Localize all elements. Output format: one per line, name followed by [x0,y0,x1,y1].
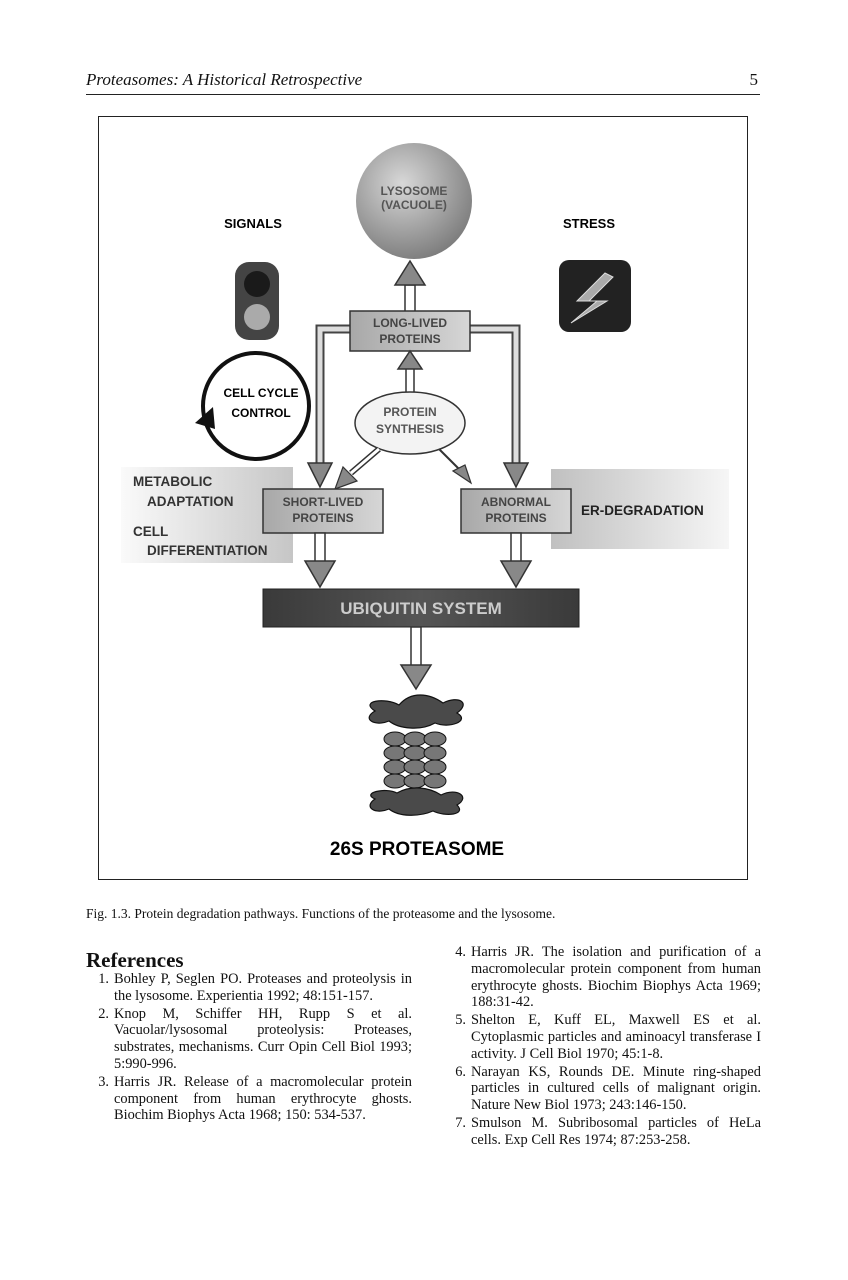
reference-number: 5. [455,1012,466,1029]
traffic-light-icon [235,262,279,340]
arrow-synthesis-to-abnormal [438,448,473,485]
reference-text: Knop M, Schiffer HH, Rupp S et al. Vacuo… [114,1005,412,1072]
ubiquitin-system-bar [262,588,580,628]
er-degradation-label: ER-DEGRADATION [581,503,704,518]
reference-number: 4. [455,944,466,960]
reference-number: 7. [455,1114,466,1131]
reference-number: 1. [98,971,109,987]
protein-synthesis-ellipse [354,391,466,455]
reference-text: Shelton E, Kuff EL, Maxwell ES et al. Cy… [471,1012,761,1062]
protein-synthesis-label-2: SYNTHESIS [376,422,444,436]
reference-item: 1. Bohley P, Seglen PO. Proteases and pro… [86,971,412,1005]
protein-synthesis-label: PROTEIN [383,405,436,419]
long-lived-label-2: PROTEINS [379,332,440,346]
reference-text: Harris JR. Release of a macromolecular p… [114,1073,412,1124]
reference-item: 7. Smulson M. Subribosomal particles of H… [443,1115,761,1149]
reference-text: Narayan KS, Rounds DE. Minute ring-shape… [471,1063,761,1114]
reference-number: 2. [98,1005,109,1022]
lysosome-sphere [356,143,472,259]
reference-list-left: 1. Bohley P, Seglen PO. Proteases and pro… [86,971,412,1125]
abnormal-label: ABNORMAL [481,495,551,509]
arrow-left-down [306,462,334,489]
reference-item: 2. Knop M, Schiffer HH, Rupp S et al. Vac… [86,1006,412,1073]
cell-cycle-icon [195,351,311,461]
pathway-diagram: LYSOSOME (VACUOLE) SIGNALS STRESS LONG-L… [121,143,729,860]
cell-differentiation-label: CELL [133,524,168,539]
signals-label: SIGNALS [224,216,282,231]
abnormal-label-2: PROTEINS [485,511,546,525]
reference-item: 3. Harris JR. Release of a macromolecular… [86,1074,412,1124]
ubiquitin-label: UBIQUITIN SYSTEM [340,599,502,618]
proteasome-icon [368,694,464,816]
arrow-to-long-lived [396,349,424,394]
reference-item: 5. Shelton E, Kuff EL, Maxwell ES et al. … [443,1012,761,1062]
reference-item: 6. Narayan KS, Rounds DE. Minute ring-sha… [443,1064,761,1114]
reference-number: 6. [455,1063,466,1080]
page-number: 5 [749,70,759,89]
reference-text: Harris JR. The isolation and purificatio… [471,944,761,1011]
metabolic-label: METABOLIC [133,474,212,489]
proteasome-label: 26S PROTEASOME [330,839,504,860]
cell-differentiation-label-2: DIFFERENTIATION [147,543,268,558]
reference-list-right: 4. Harris JR. The isolation and purificat… [443,944,761,1150]
abnormal-proteins-box [460,488,572,534]
reference-item: 4. Harris JR. The isolation and purificat… [443,944,761,1011]
lysosome-label: LYSOSOME [381,184,448,198]
arrow-abnormal-to-ubiquitin [499,532,533,589]
er-degradation-panel [551,469,729,549]
long-lived-proteins-box [349,310,471,352]
arrow-to-lysosome [393,259,427,316]
lightning-icon [559,260,631,332]
arrow-synthesis-to-short [333,446,381,491]
short-lived-label-2: PROTEINS [292,511,353,525]
short-lived-proteins-box [262,488,384,534]
arrow-right-down [502,462,530,489]
short-lived-label: SHORT-LIVED [283,495,364,509]
running-title: Proteasomes: A Historical Retrospective [86,70,363,89]
long-lived-label: LONG-LIVED [373,316,447,330]
running-header: Proteasomes: A Historical Retrospective … [86,66,760,95]
reference-number: 3. [98,1073,109,1090]
arrow-to-proteasome [399,626,433,691]
figure-frame: LYSOSOME (VACUOLE) SIGNALS STRESS LONG-L… [98,116,748,880]
figure-caption: Fig. 1.3. Protein degradation pathways. … [86,906,556,921]
cell-cycle-label-2: CONTROL [231,406,290,420]
lysosome-label-2: (VACUOLE) [381,198,447,212]
arrow-short-to-ubiquitin [303,532,337,589]
stress-label: STRESS [563,216,615,231]
cell-cycle-label: CELL CYCLE [223,386,298,400]
reference-text: Smulson M. Subribosomal particles of HeL… [471,1114,761,1148]
metabolic-label-2: ADAPTATION [147,494,234,509]
references-heading: References [86,948,184,972]
reference-text: Bohley P, Seglen PO. Proteases and prote… [114,971,412,1004]
